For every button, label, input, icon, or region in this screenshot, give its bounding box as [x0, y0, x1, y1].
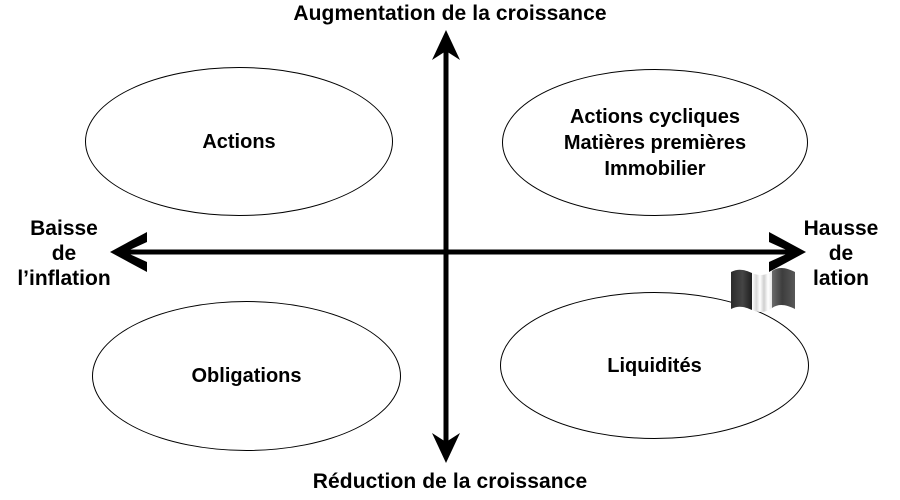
quadrant-label-bonds: Obligations: [191, 365, 302, 387]
axis-label-left-line-2: de: [51, 242, 77, 265]
axis-label-right-line-2: de: [828, 242, 854, 265]
flag-band-light: [752, 271, 772, 313]
axis-arrow-down-icon: [432, 433, 460, 463]
axis-title-bottom: Réduction de la croissance: [312, 470, 588, 493]
axis-arrow-left-icon: [110, 232, 147, 272]
flag-band-dark-right: [772, 268, 795, 309]
quadrant-label-equities: Actions: [202, 130, 276, 153]
flag-band-dark-left: [731, 269, 752, 310]
axis-label-left: Baisse de l’inflation: [0, 216, 128, 291]
axis-label-right-line-1: Hausse: [803, 217, 879, 240]
axis-title-top: Augmentation de la croissance: [293, 2, 607, 25]
axis-arrow-right-icon: [769, 232, 806, 272]
axis-label-left-line-3: l’inflation: [17, 267, 111, 290]
waving-flag-image: [731, 268, 795, 313]
axis-label-right-line-3: lation: [813, 267, 869, 290]
quadrant-ellipse-equities[interactable]: Actions: [85, 67, 393, 216]
axis-label-right: Hausse de lation: [782, 216, 900, 291]
quadrant-ellipse-bonds[interactable]: Obligations: [92, 301, 401, 451]
axis-label-left-line-1: Baisse: [30, 217, 98, 240]
quadrant-ellipse-liquidity[interactable]: Liquidités: [500, 292, 809, 439]
quadrant-ellipse-cyclicals[interactable]: Actions cycliques Matières premières Imm…: [502, 69, 808, 216]
axis-arrow-up-icon: [432, 30, 460, 60]
quadrant-label-liquidity: Liquidités: [607, 354, 702, 377]
quadrant-label-cyclicals: Actions cycliques Matières premières Imm…: [563, 105, 747, 180]
